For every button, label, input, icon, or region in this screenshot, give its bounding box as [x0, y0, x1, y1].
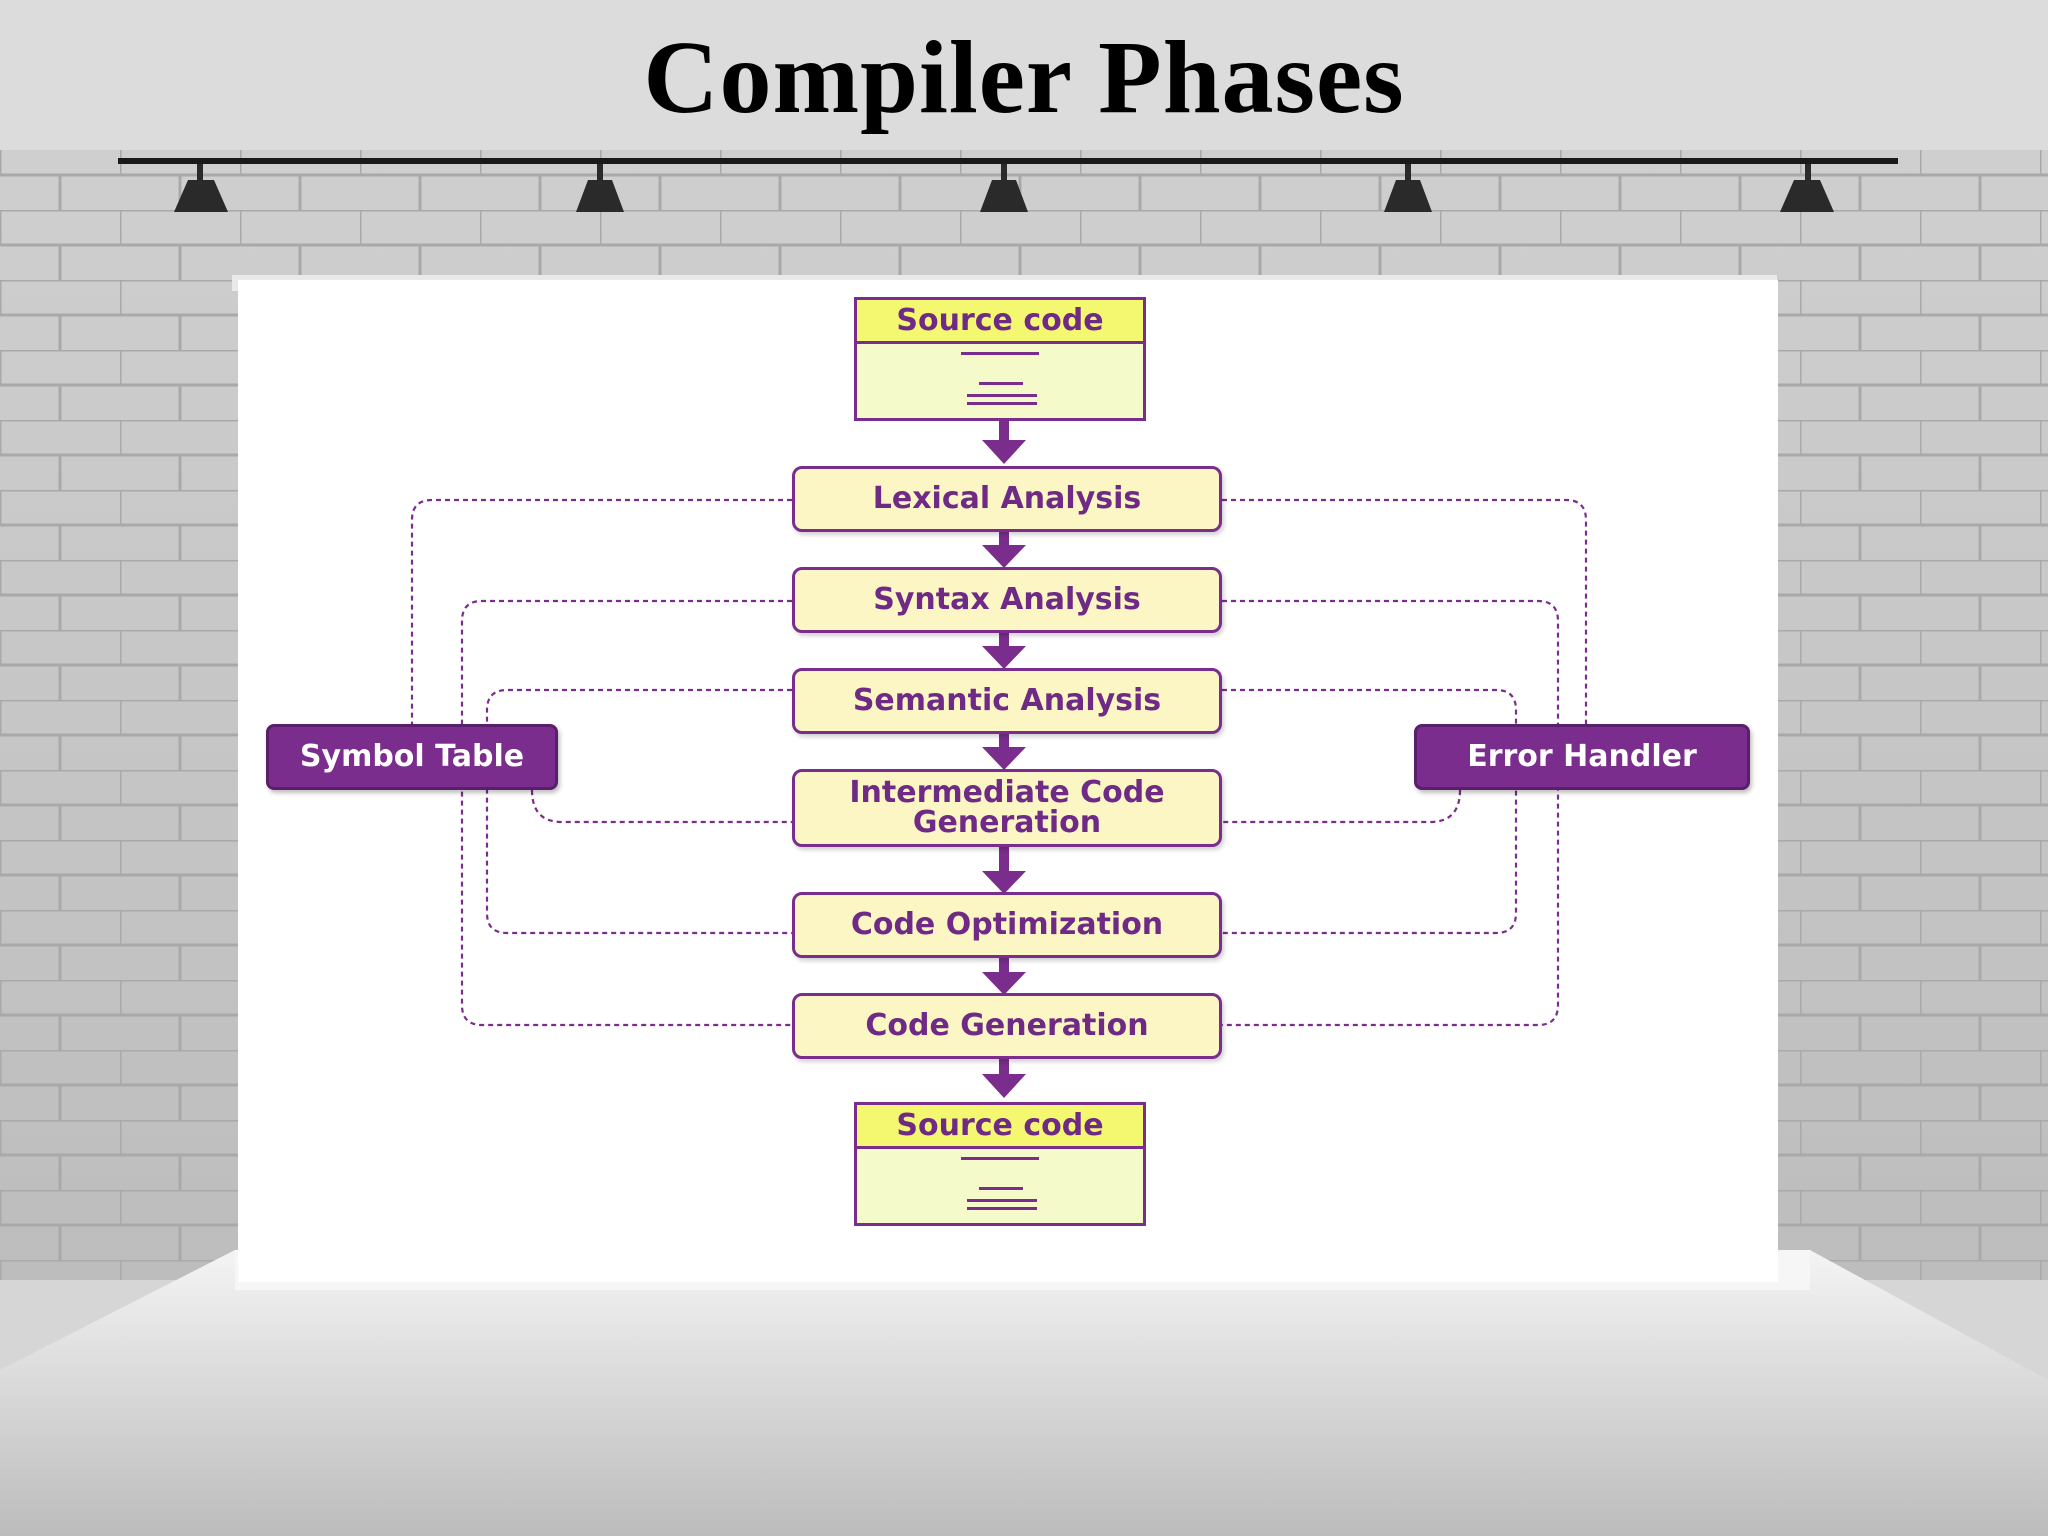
doc-line — [967, 1207, 1037, 1210]
source-code-output-doc: Source code — [854, 1102, 1146, 1226]
arrow-down-icon — [982, 1058, 1026, 1098]
light-rail — [118, 158, 1898, 164]
doc-line — [961, 1157, 1039, 1160]
phase-code-generation: Code Generation — [792, 993, 1222, 1059]
flow-arrows — [982, 420, 1026, 1098]
dotted-connectors — [410, 498, 1588, 1027]
source-code-input-doc: Source code — [854, 297, 1146, 421]
arrow-down-icon — [982, 733, 1026, 770]
page-title: Compiler Phases — [643, 20, 1405, 135]
arrow-down-icon — [982, 420, 1026, 464]
doc-line — [979, 382, 1023, 385]
doc-line — [979, 1187, 1023, 1190]
doc-line — [961, 352, 1039, 355]
doc-line — [967, 1199, 1037, 1202]
phase-semantic-analysis: Semantic Analysis — [792, 668, 1222, 734]
spotlight-icons — [174, 164, 1834, 212]
top-band — [0, 0, 2048, 150]
arrow-down-icon — [982, 531, 1026, 568]
symbol-table-box: Symbol Table — [266, 724, 558, 790]
doc-line — [967, 402, 1037, 405]
phase-code-optimization: Code Optimization — [792, 892, 1222, 958]
arrow-down-icon — [982, 847, 1026, 894]
phase-intermediate-code-generation: Intermediate Code Generation — [792, 769, 1222, 847]
phase-lexical-analysis: Lexical Analysis — [792, 466, 1222, 532]
doc-label: Source code — [857, 300, 1143, 344]
doc-label: Source code — [857, 1105, 1143, 1149]
arrow-down-icon — [982, 632, 1026, 669]
doc-line — [967, 394, 1037, 397]
arrow-down-icon — [982, 958, 1026, 995]
phase-syntax-analysis: Syntax Analysis — [792, 567, 1222, 633]
error-handler-box: Error Handler — [1414, 724, 1750, 790]
studio-floor — [0, 1250, 2048, 1536]
